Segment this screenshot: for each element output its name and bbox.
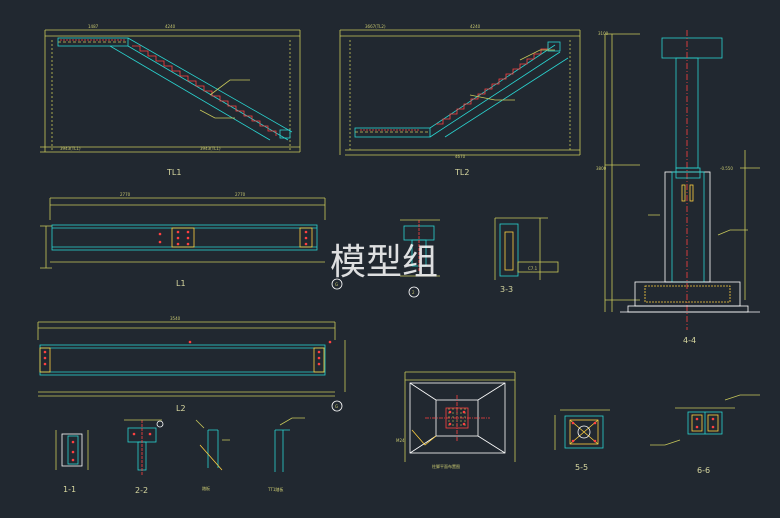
svg-text:4670: 4670 [455,154,466,159]
label-l1: L1 [176,279,186,288]
section-2-2-drawing [124,419,164,476]
svg-text:2770: 2770 [235,192,246,197]
label-1-1: 1-1 [63,485,76,494]
label-base-plan: 柱脚平面布置图 [432,463,460,469]
watermark-text: 模型组 [330,242,438,283]
label-circle-2: 2 [412,290,415,295]
label-detail-a: 踏板 [202,485,210,491]
beam-l2-drawing [37,321,346,397]
svg-text:4240: 4240 [470,24,481,29]
svg-text:2770: 2770 [120,192,131,197]
section-2-2-bolts [132,432,152,436]
detail-a-drawing [195,419,230,471]
section-2-drawing [400,219,440,277]
svg-text:3667(TL2): 3667(TL2) [365,24,386,29]
section-1-1-bolts [71,440,75,462]
section-6-6-drawing [650,394,760,446]
svg-text:-0.550: -0.550 [720,166,733,171]
stair-tl1-drawing [40,29,301,153]
svg-text:3100: 3100 [598,31,609,36]
g-mark-l2-text: G [335,404,338,409]
detail-b-drawing [274,417,305,472]
label-6-6: 6-6 [697,466,710,475]
label-5-5: 5-5 [575,463,588,472]
label-2-2: 2-2 [135,486,148,495]
label-tl1: TL1 [166,168,181,177]
svg-text:3943(TL1): 3943(TL1) [60,146,81,151]
g-mark-l1 [331,278,343,290]
label-l2: L2 [176,404,186,413]
label-detail-b: TT1踏板 [267,486,283,492]
column-base-plan-drawing [404,371,516,462]
beam-l1-drawing [40,197,326,269]
stair-tl2-drawing [339,29,581,156]
section-1-1-drawing [55,430,89,470]
section-3-3-drawing [494,217,559,280]
strip-label: C7.1 [528,266,538,271]
section-6-6-bolts [695,417,715,429]
column-4-4-drawing [604,30,760,330]
label-4-4: 4-4 [683,336,696,345]
section-2-circle [408,286,420,298]
svg-text:4240: 4240 [165,24,176,29]
anchor-note: M24 [396,438,405,443]
beam-l1-bolts [158,230,308,246]
svg-text:1487: 1487 [88,24,99,29]
svg-text:3943(TL1): 3943(TL1) [200,146,221,151]
section-5-5-drawing [554,409,610,450]
section-5-5-bolts [571,421,597,443]
label-tl2: TL2 [454,168,469,177]
g-mark-l2 [331,400,343,412]
svg-text:3540: 3540 [170,316,181,321]
label-3-3: 3-3 [500,285,513,294]
g-mark-l1-text: G [335,282,338,287]
beam-l2-bolts [43,340,332,366]
svg-text:3800: 3800 [596,166,607,171]
base-plan-bolts [448,410,466,426]
